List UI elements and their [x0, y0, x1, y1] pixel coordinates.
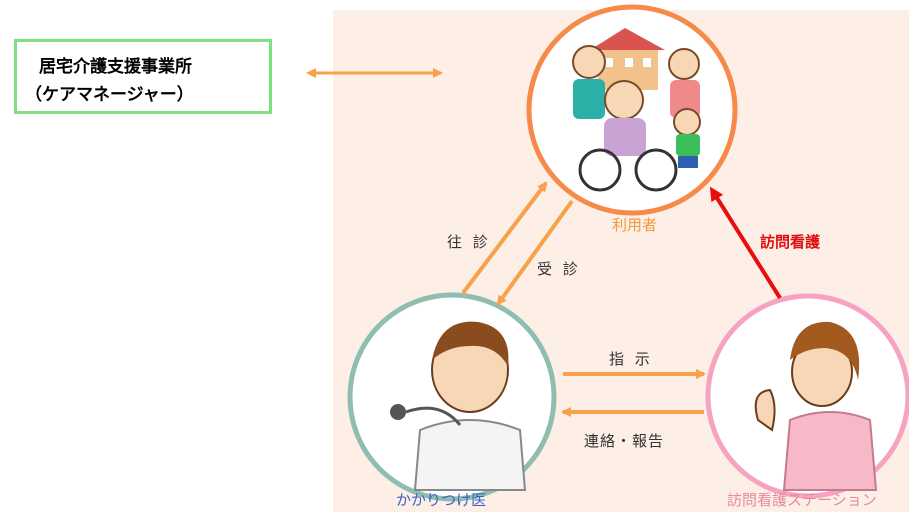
house-call-arrow — [461, 181, 548, 295]
home-nursing-arrow — [709, 186, 782, 300]
consultation-label: 受 診 — [537, 260, 581, 278]
consultation-arrow — [496, 199, 574, 306]
user-node — [526, 4, 738, 216]
grandma-wheelchair-figure — [578, 80, 678, 192]
home-nursing-label: 訪問看護 — [760, 233, 821, 251]
stethoscope-icon — [390, 404, 406, 420]
station-node — [705, 293, 909, 499]
care-manager-name: 居宅介護支援事業所 — [39, 57, 192, 77]
doctor-node — [347, 292, 557, 502]
nurse-figure — [754, 321, 878, 491]
station-label: 訪問看護ステーション — [727, 491, 877, 509]
care-manager-box: 居宅介護支援事業所 （ケアマネージャー） — [14, 39, 272, 114]
instruction-label: 指 示 — [609, 350, 653, 368]
doctor-figure — [390, 321, 527, 491]
doctor-label: かかりつけ医 — [396, 491, 487, 509]
user-label: 利用者 — [612, 216, 658, 234]
family-mother-figure — [668, 48, 700, 118]
family-grandpa-figure — [572, 45, 606, 119]
house-call-label: 往 診 — [447, 233, 491, 251]
family-boy-figure — [673, 108, 701, 168]
care-manager-role: （ケアマネージャー） — [25, 85, 194, 105]
contact-report-label: 連絡・報告 — [584, 432, 665, 450]
